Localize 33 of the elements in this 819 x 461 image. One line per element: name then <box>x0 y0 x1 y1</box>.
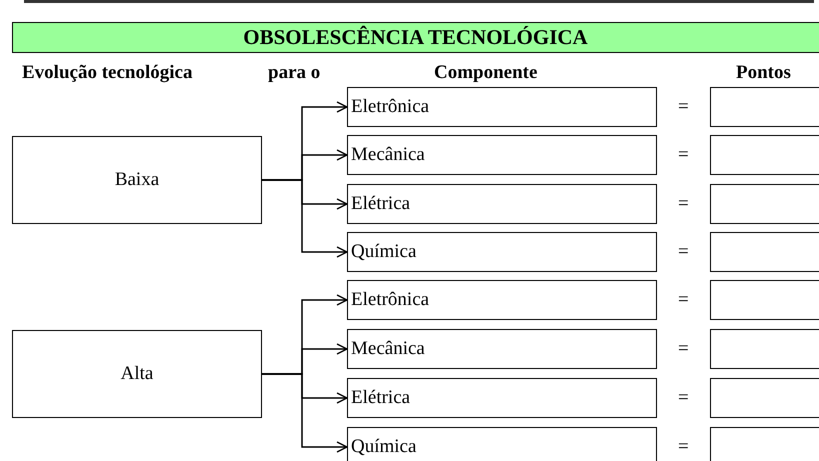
component-box: Mecânica <box>347 135 657 175</box>
component-box: Elétrica <box>347 184 657 224</box>
equals-sign: = <box>678 289 689 311</box>
points-field <box>710 427 819 461</box>
points-field <box>710 184 819 224</box>
equals-sign: = <box>678 144 689 166</box>
component-box: Química <box>347 427 657 461</box>
column-header: Pontos <box>736 62 791 84</box>
column-header: Componente <box>434 62 538 84</box>
component-box: Química <box>347 232 657 272</box>
column-header: para o <box>268 62 320 84</box>
component-box: Eletrônica <box>347 280 657 320</box>
equals-sign: = <box>678 193 689 215</box>
arrow <box>262 373 348 453</box>
equals-sign: = <box>678 338 689 360</box>
equals-sign: = <box>678 387 689 409</box>
arrow <box>262 179 348 258</box>
points-field <box>710 135 819 175</box>
points-field <box>710 280 819 320</box>
points-field <box>710 87 819 127</box>
title-band: OBSOLESCÊNCIA TECNOLÓGICA <box>12 22 819 53</box>
component-box: Mecânica <box>347 329 657 369</box>
component-box: Eletrônica <box>347 87 657 127</box>
level-box: Alta <box>12 330 262 418</box>
points-field <box>710 378 819 418</box>
equals-sign: = <box>678 241 689 263</box>
equals-sign: = <box>678 96 689 118</box>
column-header: Evolução tecnológica <box>22 62 192 84</box>
level-box: Baixa <box>12 136 262 224</box>
equals-sign: = <box>678 436 689 458</box>
points-field <box>710 329 819 369</box>
component-box: Elétrica <box>347 378 657 418</box>
points-field <box>710 232 819 272</box>
